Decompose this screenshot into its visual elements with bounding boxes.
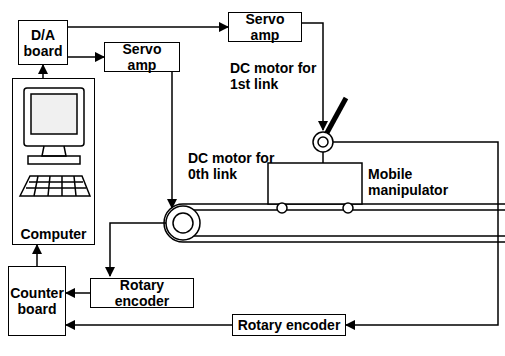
signal-arrow [66,292,90,294]
computer-icon [20,88,90,196]
box-text: D/A board [22,27,64,59]
signal-arrow [68,56,104,58]
signal-arrow [66,324,232,326]
signal-arrow [42,65,44,78]
part-label: Mobile manipulator [368,166,478,198]
board-box: Counter board [8,266,66,336]
box-text: Counter board [10,285,64,317]
signal-arrow [36,245,38,266]
box-text: Computer [20,226,86,242]
motor-label: DC motor for 1st link [230,60,320,92]
box-text: Rotary encoder [94,277,190,309]
motor-label: DC motor for 0th link [188,150,284,182]
signal-arrow [68,26,228,28]
computer-box: Computer [12,78,95,245]
box-text: Servo amp [232,11,298,43]
rail-belt [164,204,505,242]
encoder-box: Rotary encoder [90,278,194,308]
amp-box: Servo amp [104,42,180,72]
amp-box: Servo amp [228,12,302,42]
board-box: D/A board [18,20,68,65]
mobile-manipulator [268,98,362,213]
box-text: Rotary encoder [238,317,341,333]
motor-0th-link [166,206,200,240]
box-text: Servo amp [108,41,176,73]
encoder-box: Rotary encoder [232,314,346,336]
